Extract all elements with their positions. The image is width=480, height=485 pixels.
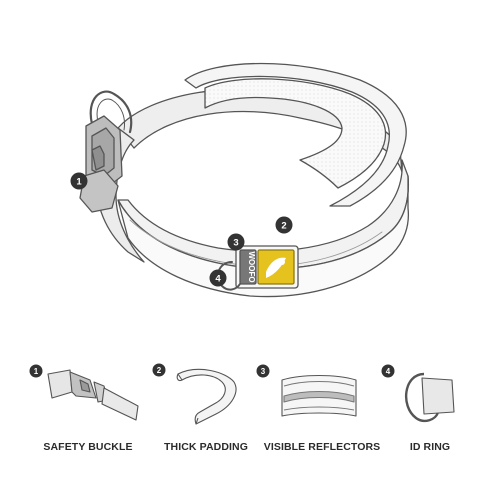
id-tag (235, 245, 299, 289)
callout-badge-3: 3 (227, 233, 245, 251)
callout-badge-2-number: 2 (281, 221, 286, 232)
padding-mesh (204, 78, 387, 189)
id-ring-icon (404, 372, 455, 423)
collar-illustration (79, 62, 410, 298)
thick-padding-icon (176, 368, 237, 425)
callout-badge-1: 1 (70, 172, 88, 190)
feature-1-badge: 1 (29, 364, 43, 378)
d-ring-top (89, 90, 133, 134)
safety-buckle-icon (47, 369, 139, 421)
id-d-ring (216, 261, 241, 291)
collar-lower-band (117, 175, 410, 298)
feature-3-number: 3 (261, 367, 266, 376)
callout-badge-4-number: 4 (215, 274, 221, 285)
feature-label-safety-buckle: SAFETY BUCKLE (43, 441, 133, 453)
callout-badge-4: 4 (209, 269, 227, 287)
callout-badge-1-number: 1 (76, 177, 82, 188)
tag-brand-text: WOOFO (247, 251, 256, 282)
feature-4-number: 4 (386, 367, 391, 376)
visible-reflectors-icon (281, 375, 357, 417)
feature-1-number: 1 (34, 367, 39, 376)
callout-badge-3-number: 3 (233, 238, 238, 249)
feature-3-badge: 3 (256, 364, 270, 378)
feature-2-badge: 2 (152, 363, 166, 377)
feature-label-thick-padding: THICK PADDING (164, 441, 248, 453)
callout-badge-2: 2 (275, 216, 293, 234)
feature-2-number: 2 (157, 366, 162, 375)
padding-rim (184, 62, 407, 207)
feature-label-visible-reflectors: VISIBLE REFLECTORS (263, 441, 381, 453)
feature-4-badge: 4 (381, 364, 395, 378)
feature-label-id-ring: ID RING (409, 441, 451, 453)
